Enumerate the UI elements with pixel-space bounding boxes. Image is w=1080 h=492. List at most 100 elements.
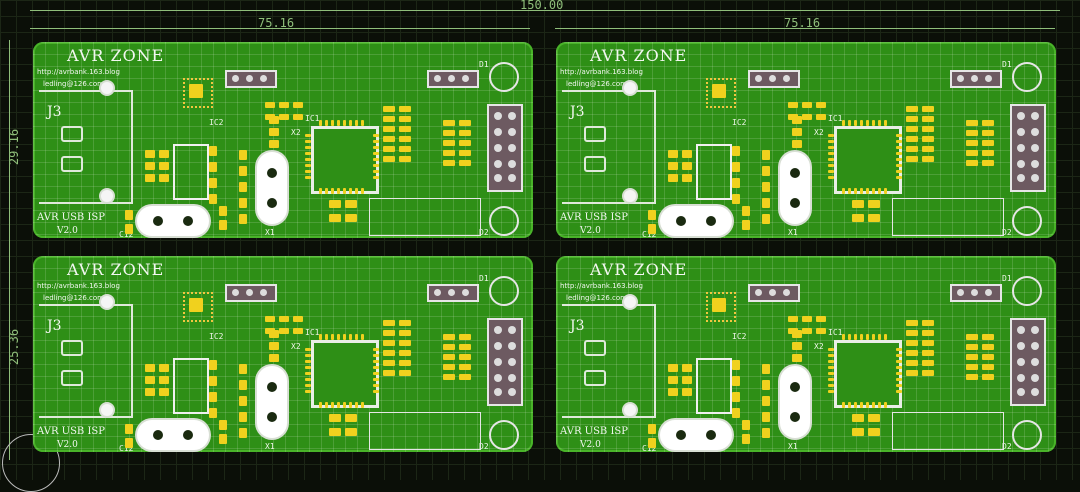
pcb-board[interactable]: AVR ZONE http://avrbank.163.blog ledling… bbox=[33, 256, 533, 452]
board-email: ledling@126.com bbox=[566, 80, 628, 88]
smd-pad bbox=[265, 102, 275, 108]
smd-pad bbox=[732, 408, 740, 418]
qfp-pin bbox=[854, 188, 857, 194]
smd-pad bbox=[762, 198, 770, 208]
board-url: http://avrbank.163.blog bbox=[37, 282, 120, 290]
side-dimension-line bbox=[9, 40, 10, 460]
qfp-pin bbox=[373, 158, 379, 161]
smd-pad bbox=[443, 374, 455, 380]
qfp-pin bbox=[878, 188, 881, 194]
qfp-pin bbox=[305, 384, 311, 387]
qfp-pin bbox=[896, 360, 902, 363]
smd-pad bbox=[383, 350, 395, 356]
ref-x1: X1 bbox=[265, 442, 275, 451]
smd-pad bbox=[125, 224, 133, 234]
board-bottom-label: AVR USB ISP bbox=[560, 212, 628, 223]
mounting-hole bbox=[624, 82, 636, 94]
smd-pad bbox=[383, 136, 395, 142]
board-bottom-label: AVR USB ISP bbox=[560, 426, 628, 437]
qfp-pin bbox=[305, 152, 311, 155]
qfp-pin bbox=[866, 120, 869, 126]
microcontroller-qfp bbox=[834, 126, 902, 194]
connector-label: J3 bbox=[570, 318, 585, 334]
ref-d1: D1 bbox=[1002, 274, 1012, 283]
smd-pad bbox=[922, 350, 934, 356]
smd-pad bbox=[682, 388, 692, 396]
smd-pad bbox=[443, 334, 455, 340]
qfp-pin bbox=[896, 348, 902, 351]
isp-header bbox=[1010, 318, 1046, 406]
qfp-pin bbox=[305, 354, 311, 357]
smd-pad bbox=[792, 116, 802, 124]
smd-pad bbox=[383, 146, 395, 152]
qfp-pin bbox=[305, 158, 311, 161]
connector-label: J3 bbox=[47, 104, 62, 120]
smd-pad bbox=[239, 412, 247, 422]
qfp-pin bbox=[860, 402, 863, 408]
pcb-board[interactable]: AVR ZONE http://avrbank.163.blog ledling… bbox=[33, 42, 533, 238]
smd-pad bbox=[906, 370, 918, 376]
smd-pad bbox=[966, 364, 978, 370]
smd-pad bbox=[648, 210, 656, 220]
smd-pad bbox=[682, 174, 692, 182]
qfp-pin bbox=[361, 402, 364, 408]
qfp-pin bbox=[373, 360, 379, 363]
smd-pad bbox=[906, 116, 918, 122]
pcb-board[interactable]: AVR ZONE http://avrbank.163.blog ledling… bbox=[556, 256, 1056, 452]
smd-pad bbox=[966, 120, 978, 126]
smd-pad bbox=[399, 370, 411, 376]
board-url: http://avrbank.163.blog bbox=[560, 68, 643, 76]
qfp-pin bbox=[896, 366, 902, 369]
led-d2 bbox=[1012, 420, 1042, 450]
qfp-pin bbox=[872, 120, 875, 126]
smd-pad bbox=[383, 126, 395, 132]
smd-pad bbox=[239, 182, 247, 192]
smd-pad bbox=[966, 374, 978, 380]
smd-pad bbox=[459, 364, 471, 370]
qfp-pin bbox=[343, 402, 346, 408]
qfp-pin bbox=[842, 334, 845, 340]
smd-pad bbox=[982, 160, 994, 166]
mounting-hole bbox=[101, 190, 113, 202]
smd-pad bbox=[906, 320, 918, 326]
smd-pad bbox=[209, 178, 217, 188]
regulator-ic3 bbox=[173, 358, 209, 414]
smd-pad bbox=[732, 178, 740, 188]
crystal-x2 bbox=[257, 366, 287, 438]
board-url: http://avrbank.163.blog bbox=[560, 282, 643, 290]
smd-pad bbox=[852, 214, 864, 222]
smd-pad bbox=[159, 376, 169, 384]
smd-pad bbox=[329, 414, 341, 422]
smd-pad bbox=[982, 374, 994, 380]
qfp-pin bbox=[872, 188, 875, 194]
smd-pad bbox=[159, 174, 169, 182]
smd-pad bbox=[125, 424, 133, 434]
qfp-pin bbox=[355, 334, 358, 340]
qfp-pin bbox=[878, 334, 881, 340]
smd-pad bbox=[345, 214, 357, 222]
smd-pad bbox=[239, 150, 247, 160]
smd-pad bbox=[265, 316, 275, 322]
jumper-header-top bbox=[225, 284, 277, 302]
qfp-pin bbox=[355, 188, 358, 194]
smd-pad bbox=[383, 360, 395, 366]
qfp-pin bbox=[828, 348, 834, 351]
qfp-pin bbox=[828, 384, 834, 387]
microcontroller-qfp bbox=[311, 126, 379, 194]
smd-pad bbox=[159, 388, 169, 396]
regulator-ic3 bbox=[696, 358, 732, 414]
qfp-pin bbox=[361, 188, 364, 194]
right-width-dimension: 75.16 bbox=[784, 16, 821, 30]
smd-pad bbox=[239, 380, 247, 390]
board-version: V2.0 bbox=[57, 226, 78, 236]
qfp-pin bbox=[343, 188, 346, 194]
qfp-pin bbox=[349, 402, 352, 408]
pcb-board[interactable]: AVR ZONE http://avrbank.163.blog ledling… bbox=[556, 42, 1056, 238]
qfp-pin bbox=[842, 120, 845, 126]
smd-pad bbox=[922, 146, 934, 152]
smd-pad bbox=[762, 364, 770, 374]
smd-pad bbox=[906, 106, 918, 112]
smd-pad bbox=[383, 156, 395, 162]
smd-pad bbox=[792, 330, 802, 338]
smd-pad bbox=[682, 162, 692, 170]
